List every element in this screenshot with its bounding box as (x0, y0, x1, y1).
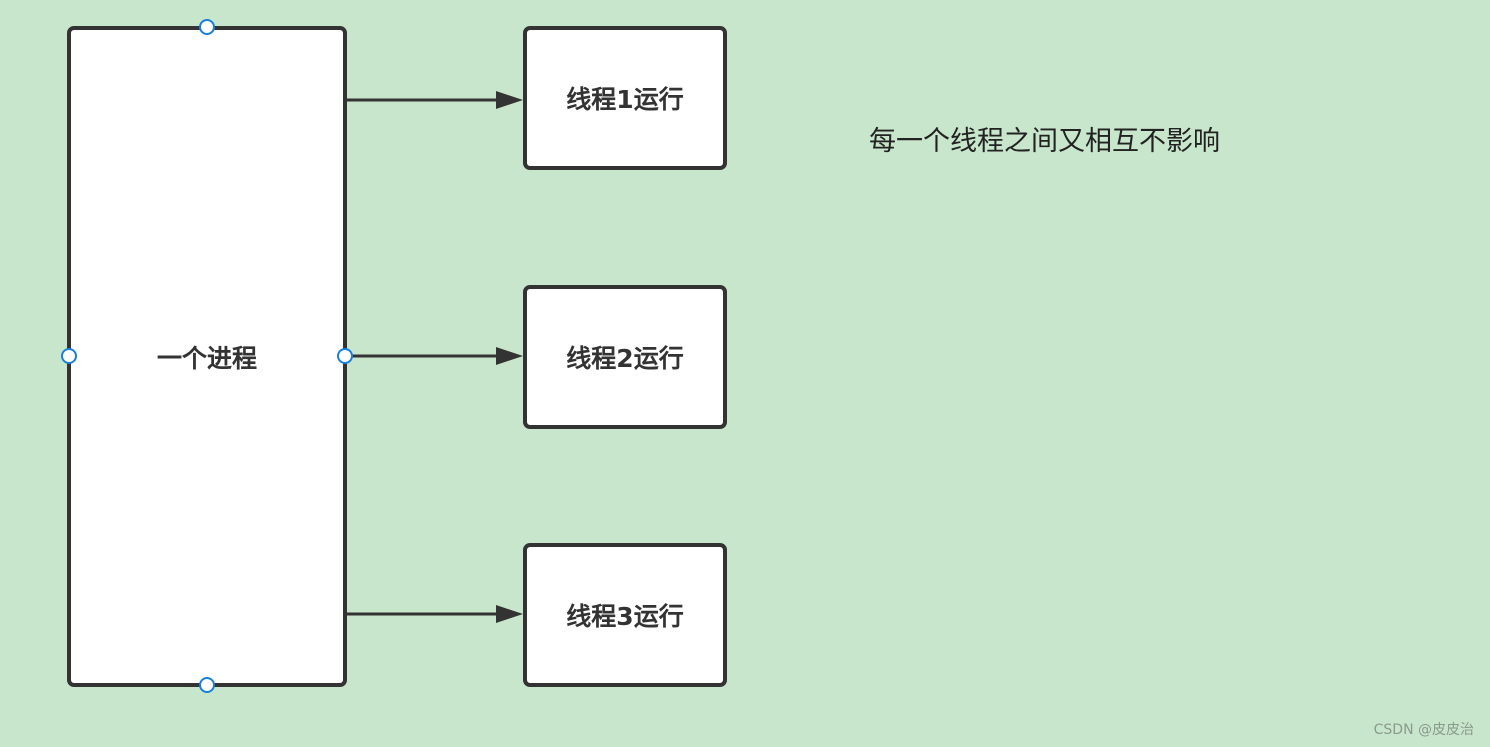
process-node-label: 一个进程 (156, 343, 257, 373)
thread-node-3[interactable]: 线程3运行 (523, 543, 727, 687)
thread-node-1-label: 线程1运行 (566, 85, 684, 114)
thread-node-2[interactable]: 线程2运行 (523, 285, 727, 429)
selection-handle-bottom[interactable] (199, 677, 215, 693)
arrow-to-thread-1[interactable] (347, 91, 523, 109)
thread-node-3-label: 线程3运行 (566, 602, 684, 631)
thread-node-2-label: 线程2运行 (566, 344, 684, 373)
thread-node-1[interactable]: 线程1运行 (523, 26, 727, 170)
note-text: 每一个线程之间又相互不影响 (869, 126, 1220, 157)
selection-handle-top[interactable] (199, 19, 215, 35)
watermark: CSDN @皮皮治 (1373, 722, 1474, 738)
process-node[interactable]: 一个进程 (67, 26, 347, 687)
arrow-to-thread-3[interactable] (347, 605, 523, 623)
selection-handle-left[interactable] (61, 348, 77, 364)
arrow-to-thread-2[interactable] (352, 347, 523, 365)
selection-handle-right[interactable] (337, 348, 353, 364)
